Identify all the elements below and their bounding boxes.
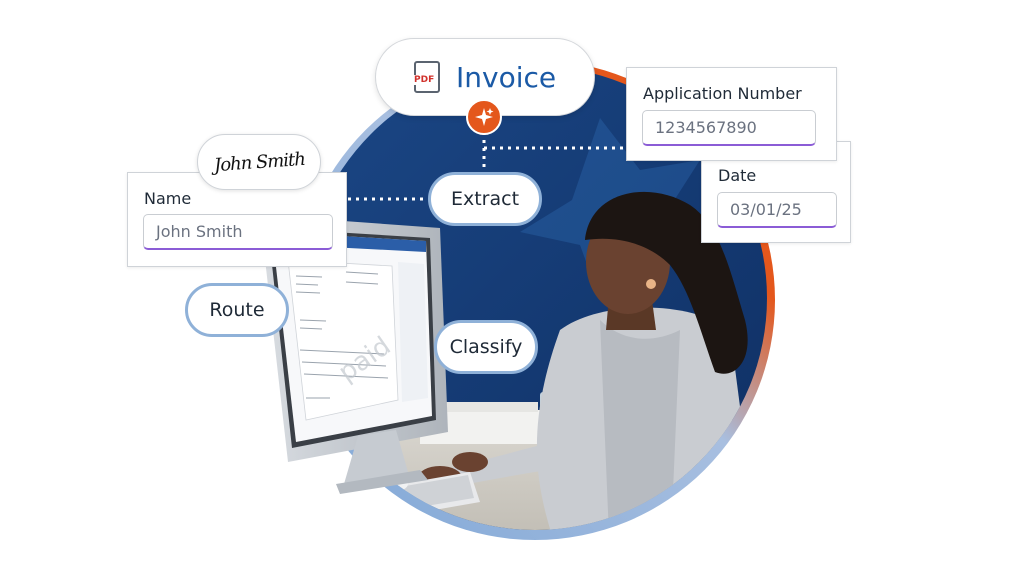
- name-label: Name: [144, 189, 192, 208]
- sparkle-icon: [466, 99, 502, 135]
- date-field[interactable]: 03/01/25: [717, 192, 837, 228]
- pdf-file-icon: PDF: [413, 61, 440, 93]
- application-number-field[interactable]: 1234567890: [642, 110, 816, 146]
- name-field[interactable]: John Smith: [143, 214, 333, 250]
- date-label: Date: [718, 166, 757, 185]
- extract-button[interactable]: Extract: [428, 172, 542, 226]
- monitor: [260, 215, 448, 494]
- monitor-invoice-doc: [287, 259, 399, 421]
- pdf-badge: PDF: [413, 75, 436, 85]
- signature-bubble: John Smith: [197, 134, 321, 190]
- route-button[interactable]: Route: [185, 283, 289, 337]
- application-number-card: Application Number 1234567890: [626, 67, 837, 161]
- connectors: [348, 132, 628, 201]
- application-number-label: Application Number: [643, 84, 802, 103]
- classify-button[interactable]: Classify: [434, 320, 538, 374]
- name-card: Name John Smith: [127, 172, 347, 267]
- signature-text: John Smith: [212, 148, 306, 176]
- invoice-title: Invoice: [456, 60, 557, 94]
